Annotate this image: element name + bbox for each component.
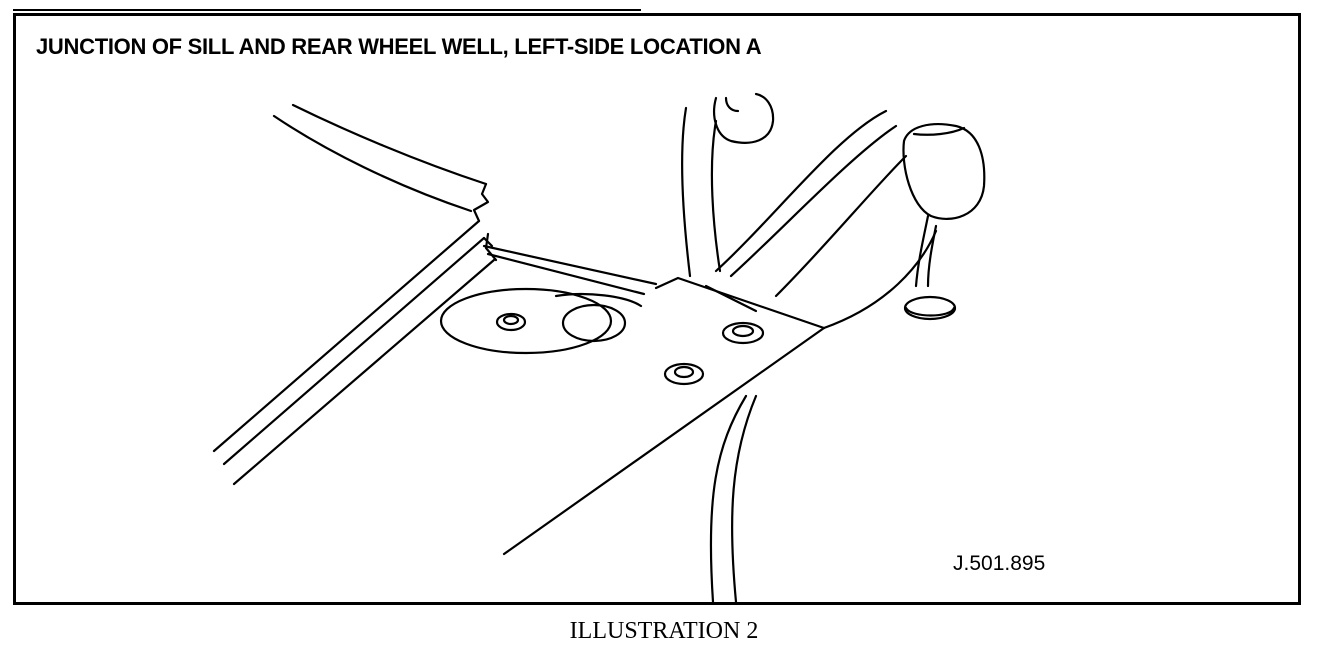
top-border-line	[13, 9, 641, 11]
reference-number: J.501.895	[953, 552, 1046, 575]
reinforcement-plate	[502, 229, 938, 556]
washer-and-hole	[439, 287, 643, 355]
figure-caption: ILLUSTRATION 2	[569, 618, 759, 644]
sill-panel	[212, 219, 658, 486]
side-plug	[902, 123, 986, 321]
wheel-well-arch	[681, 106, 908, 602]
upper-panel-edge	[272, 103, 490, 223]
figure-title: JUNCTION OF SILL AND REAR WHEEL WELL, LE…	[36, 34, 762, 59]
figure-frame: JUNCTION OF SILL AND REAR WHEEL WELL, LE…	[13, 13, 1301, 605]
technical-drawing	[212, 92, 986, 602]
rubber-plug	[713, 92, 775, 144]
